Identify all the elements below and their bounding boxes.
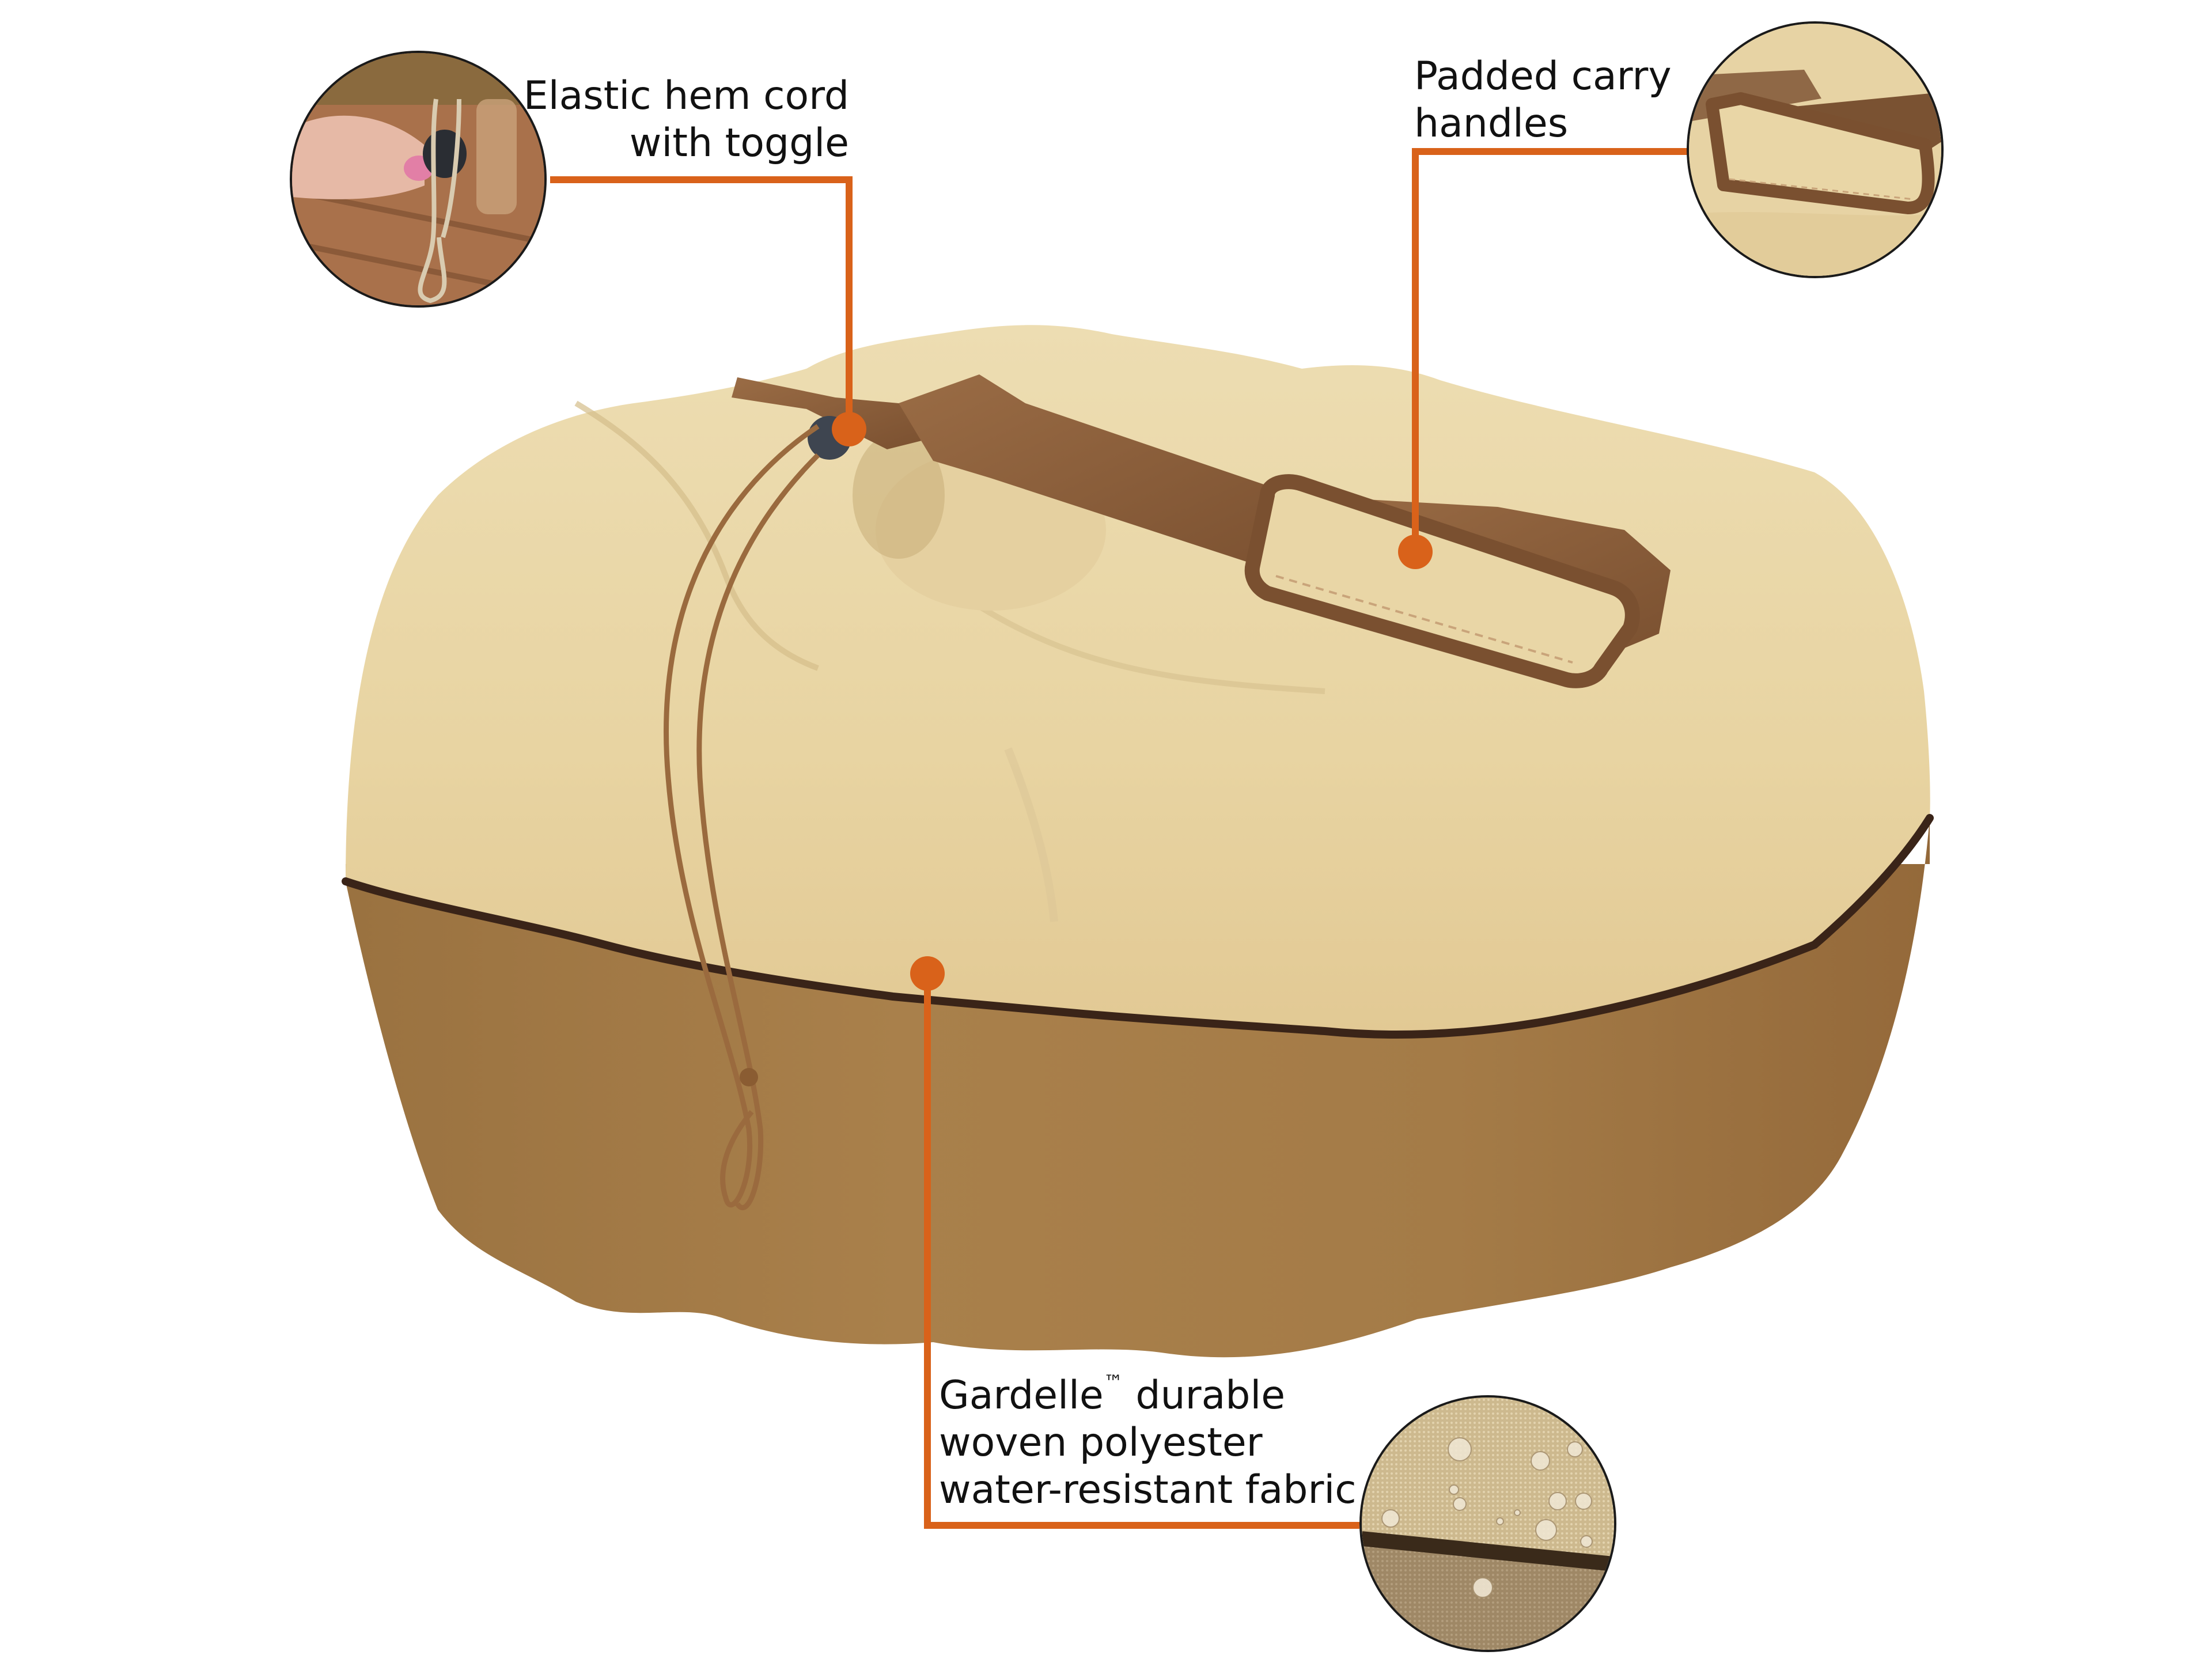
water-droplets — [1381, 1437, 1593, 1598]
cover-piping-seam — [342, 814, 1934, 1039]
strap-left — [732, 377, 933, 449]
padded-handle-stitch — [1275, 575, 1573, 664]
padded-handle-photo — [1689, 24, 1941, 276]
padded-handle — [1244, 474, 1640, 688]
trademark-symbol: ™ — [1103, 1371, 1123, 1394]
callout-fabric-line1-rest: durable — [1123, 1373, 1286, 1418]
detail-photo-hem-cord — [290, 51, 547, 308]
hand-toggle-photo — [292, 53, 544, 305]
callout-handles-line1: Padded carry — [1414, 54, 1672, 99]
callout-label-handles: Padded carry handles — [1414, 53, 1702, 147]
callout-fabric-line3: water-resistant fabric — [939, 1467, 1357, 1513]
callout-dot-hem-cord — [832, 412, 866, 446]
callout-dot-handles — [1398, 535, 1433, 569]
fabric-fold — [1004, 747, 1058, 922]
callout-line-hem-cord — [550, 176, 853, 426]
elastic-cord — [696, 453, 820, 1210]
callout-line-handles — [1412, 148, 1688, 547]
detail-photo-handles — [1687, 21, 1944, 278]
gathered-top-puff-shadow — [853, 432, 945, 559]
callout-fabric-line2: woven polyester — [939, 1420, 1263, 1465]
callout-hem-cord-line1: Elastic hem cord — [523, 73, 849, 119]
callout-label-fabric: Gardelle™ durable woven polyester water-… — [939, 1372, 1377, 1514]
callout-line-fabric — [924, 974, 1359, 1529]
callout-label-hem-cord: Elastic hem cord with toggle — [518, 73, 849, 167]
callout-handles-line2: handles — [1414, 101, 1569, 146]
elastic-cord — [664, 424, 820, 1207]
cord-knot — [740, 1068, 758, 1086]
detail-photo-fabric — [1359, 1395, 1616, 1652]
fabric-fold — [574, 400, 819, 671]
callout-dot-fabric — [910, 956, 945, 991]
brand-name: Gardelle — [939, 1373, 1104, 1418]
strap-main — [899, 374, 1331, 576]
cover-top-panel — [346, 325, 1930, 1035]
fabric-droplets-photo — [1362, 1397, 1614, 1650]
callout-hem-cord-line2: with toggle — [629, 120, 849, 166]
callout-fabric-line1: Gardelle™ durable — [939, 1372, 1377, 1419]
